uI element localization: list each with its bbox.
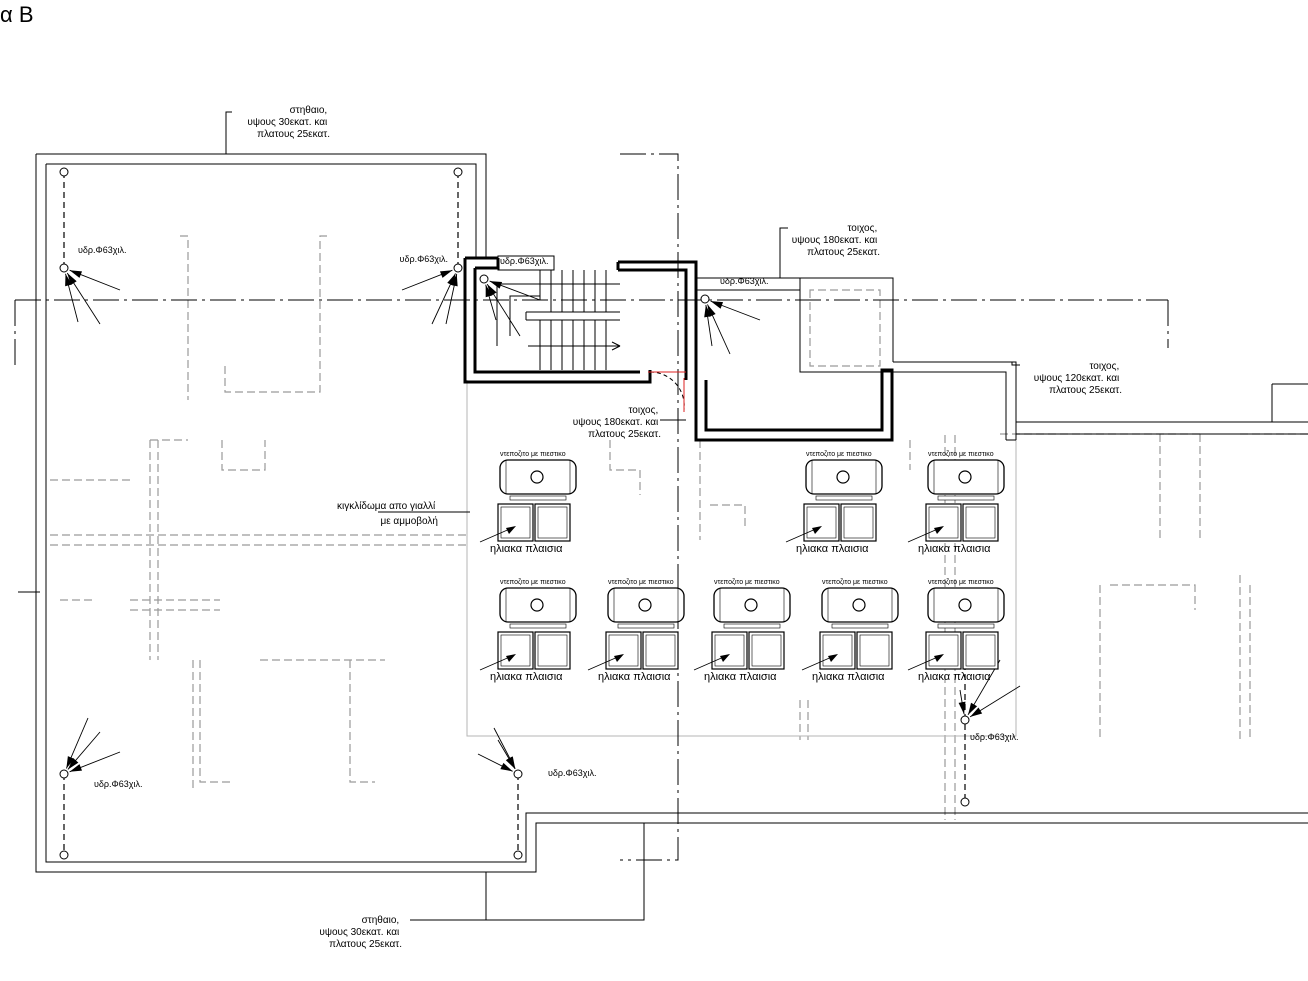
tank-room-walls bbox=[694, 277, 1308, 442]
drain-stair: υδρ.Φ63χιλ. bbox=[479, 256, 548, 337]
parapet-top-note: στηθαιο, υψους 30εκατ. και πλατους 25εκα… bbox=[247, 105, 330, 140]
main-parapet bbox=[35, 153, 1308, 873]
drain-bottom-middle: υδρ.Φ63χιλ. bbox=[477, 727, 596, 779]
drain-icon bbox=[700, 294, 710, 304]
equipment-unit: ντεποζιτο με πιεστικο ηλιακα πλαισια bbox=[587, 579, 685, 683]
solar-panel bbox=[819, 631, 856, 670]
drain-icon bbox=[479, 274, 489, 284]
wall-180-stair-note: τοιχος, υψους 180εκατ. και πλατους 25εκα… bbox=[573, 405, 661, 440]
tank-label: ντεποζιτο με πιεστικο bbox=[928, 451, 994, 458]
panel-label: ηλιακα πλαισια bbox=[918, 671, 991, 683]
solar-panel bbox=[925, 631, 962, 670]
panel-label: ηλιακα πλαισια bbox=[918, 543, 991, 555]
equipment-unit: ντεποζιτο με πιεστικο ηλιακα πλαισια bbox=[801, 579, 899, 683]
drain-right-lower: υδρ.Φ63χιλ. bbox=[958, 659, 1021, 742]
tank-label: ντεποζιτο με πιεστικο bbox=[608, 579, 674, 586]
solar-panel bbox=[497, 631, 534, 670]
drain-bottom-left: υδρ.Φ63χιλ. bbox=[59, 717, 142, 789]
tank-label: ντεποζιτο με πιεστικο bbox=[500, 451, 566, 458]
parapet-bottom-note: στηθαιο, υψους 30εκατ. και πλατους 25εκα… bbox=[319, 915, 402, 950]
leader-lines bbox=[18, 111, 1020, 921]
drain-icon bbox=[513, 769, 523, 779]
glass-railing-note: κιγκλίδωμα απο γιαλλί με αμμοβολή bbox=[337, 500, 438, 527]
equipment-unit: ντεποζιτο με πιεστικο ηλιακα πλαισια bbox=[693, 579, 791, 683]
tank-label: ντεποζιτο με πιεστικο bbox=[714, 579, 780, 586]
wall-120-note: τοιχος, υψους 120εκατ. και πλατους 25εκα… bbox=[1034, 361, 1122, 396]
rain-pipes bbox=[63, 172, 966, 855]
solar-panel bbox=[497, 503, 534, 542]
drain-top-left: υδρ.Φ63χιλ. bbox=[59, 245, 126, 325]
drain-terrace-right: υδρ.Φ63χιλ. bbox=[700, 276, 768, 355]
drain-label: υδρ.Φ63χιλ. bbox=[548, 768, 596, 778]
solar-panel bbox=[962, 631, 999, 670]
panel-label: ηλιακα πλαισια bbox=[598, 671, 671, 683]
equipment-unit: ντεποζιτο με πιεστικο ηλιακα πλαισια bbox=[907, 451, 1005, 555]
solar-panel bbox=[803, 503, 840, 542]
drain-icon bbox=[59, 167, 69, 177]
drain-top-middle: υδρ.Φ63χιλ. bbox=[400, 254, 463, 325]
axis-lines bbox=[14, 153, 1169, 861]
tank-label: ντεποζιτο με πιεστικο bbox=[500, 579, 566, 586]
solar-panel bbox=[856, 631, 893, 670]
tank-label: ντεποζιτο με πιεστικο bbox=[806, 451, 872, 458]
tank-label: ντεποζιτο με πιεστικο bbox=[928, 579, 994, 586]
solar-panel bbox=[711, 631, 748, 670]
drain-icon bbox=[453, 167, 463, 177]
drain-label: υδρ.Φ63χιλ. bbox=[970, 732, 1018, 742]
drain-icon bbox=[59, 850, 69, 860]
equipment-unit: ντεποζιτο με πιεστικο ηλιακα πλαισια bbox=[907, 579, 1005, 683]
lower-floor-ghost-lines bbox=[50, 235, 1308, 820]
equipment-unit: ντεποζιτο με πιεστικο ηλιακα πλαισια bbox=[785, 451, 883, 555]
panel-label: ηλιακα πλαισια bbox=[796, 543, 869, 555]
annotations: στηθαιο, υψους 30εκατ. και πλατους 25εκα… bbox=[247, 105, 1122, 950]
solar-panel bbox=[605, 631, 642, 670]
drain-label: υδρ.Φ63χιλ. bbox=[94, 779, 142, 789]
drain-label: υδρ.Φ63χιλ. bbox=[400, 254, 448, 264]
stair-core bbox=[463, 255, 698, 412]
drain-icon bbox=[960, 715, 970, 725]
stair-arrow-icon bbox=[509, 295, 621, 351]
solar-panel bbox=[962, 503, 999, 542]
tank-label: ντεποζιτο με πιεστικο bbox=[822, 579, 888, 586]
drain-label: υδρ.Φ63χιλ. bbox=[500, 256, 548, 266]
equipment-unit: ντεποζιτο με πιεστικο ηλιακα πλαισια bbox=[479, 451, 577, 555]
equipment-unit: ντεποζιτο με πιεστικο ηλιακα πλαισια bbox=[479, 579, 577, 683]
drain-icon bbox=[59, 263, 69, 273]
panel-label: ηλιακα πλαισια bbox=[812, 671, 885, 683]
solar-panel bbox=[534, 631, 571, 670]
drain-label: υδρ.Φ63χιλ. bbox=[78, 245, 126, 255]
sheet-corner-label: α Β bbox=[0, 2, 34, 27]
solar-panel bbox=[642, 631, 679, 670]
drain-icon bbox=[960, 797, 970, 807]
panel-label: ηλιακα πλαισια bbox=[490, 671, 563, 683]
drain-icon bbox=[59, 769, 69, 779]
panel-label: ηλιακα πλαισια bbox=[704, 671, 777, 683]
solar-panel bbox=[748, 631, 785, 670]
panel-label: ηλιακα πλαισια bbox=[490, 543, 563, 555]
drain-icon bbox=[453, 263, 463, 273]
drain-label: υδρ.Φ63χιλ. bbox=[720, 276, 768, 286]
drains-layer: υδρ.Φ63χιλ. υδρ.Φ63χιλ. υδρ.Φ63χιλ. υδρ.Φ63… bbox=[59, 167, 1021, 860]
solar-panel bbox=[534, 503, 571, 542]
stair-treads bbox=[496, 270, 621, 370]
wall-180-top-note: τοιχος, υψους 180εκατ. και πλατους 25εκα… bbox=[792, 223, 880, 258]
solar-panel bbox=[925, 503, 962, 542]
drain-icon bbox=[513, 850, 523, 860]
solar-panel bbox=[840, 503, 877, 542]
